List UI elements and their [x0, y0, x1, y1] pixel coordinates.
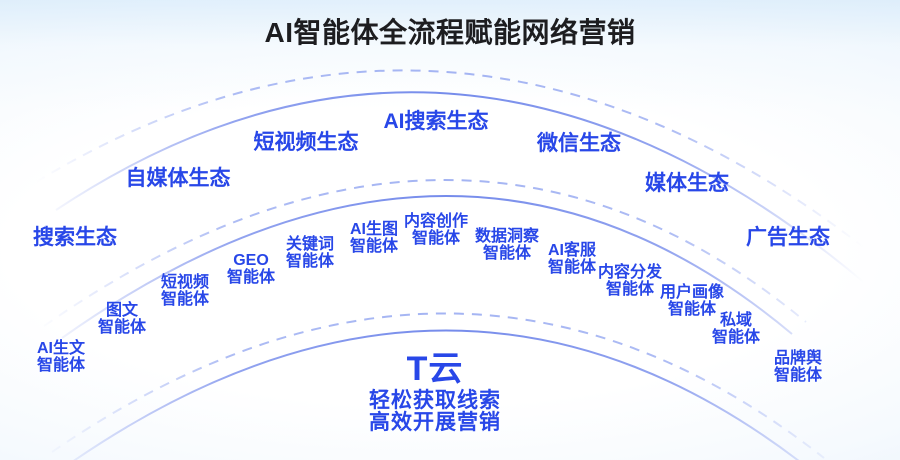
arc-inner-dashed: [51, 312, 825, 459]
agent-label: 品牌舆智能体: [774, 350, 822, 384]
brand-logo-text: T云: [406, 350, 464, 388]
arc-outer-dashed: [35, 69, 881, 261]
agent-label-line2: 智能体: [411, 230, 461, 247]
agent-label: AI客服智能体: [548, 242, 596, 276]
ecosystem-label: 自媒体生态: [125, 167, 231, 190]
ecosystem-label: AI搜索生态: [383, 110, 489, 133]
agent-label: 关键词智能体: [286, 236, 334, 270]
agent-label-line2: 智能体: [160, 291, 210, 308]
page-title: AI智能体全流程赋能网络营销: [264, 17, 636, 48]
arc-outer-solid: [55, 91, 867, 285]
ecosystem-label: 搜索生态: [33, 226, 117, 249]
agent-label: 私域智能体: [712, 312, 760, 346]
agent-label-line2: 智能体: [349, 238, 399, 255]
agent-label: AI生文智能体: [37, 340, 85, 374]
agent-label: 用户画像智能体: [660, 284, 724, 318]
ecosystem-label: 短视频生态: [253, 131, 359, 154]
agent-label-line1: AI生图: [349, 221, 399, 238]
agent-label-line2: 智能体: [547, 259, 597, 276]
agent-label: 内容分发智能体: [598, 264, 662, 298]
arc-middle-dashed: [43, 179, 807, 327]
agent-label-line1: GEO: [233, 252, 269, 269]
agent-label-line2: 智能体: [97, 319, 147, 336]
agent-label-line2: 智能体: [605, 281, 655, 298]
agent-label-line1: 关键词: [285, 236, 335, 253]
agent-label-line1: 品牌舆: [773, 350, 823, 367]
agent-label-line1: 数据洞察: [474, 228, 540, 245]
agent-label-line1: 内容创作: [403, 213, 469, 230]
agent-label-line2: 智能体: [711, 329, 761, 346]
agent-label-line1: 私域: [719, 312, 753, 329]
agent-label: 内容创作智能体: [404, 213, 468, 247]
brand-tagline-line2: 高效开展营销: [369, 411, 501, 434]
agent-label-line1: 短视频: [160, 274, 210, 291]
ecosystem-label: 媒体生态: [645, 172, 729, 195]
ecosystem-label: 微信生态: [537, 132, 621, 155]
agent-label-line2: 智能体: [226, 269, 276, 286]
agent-label: 数据洞察智能体: [475, 228, 539, 262]
agent-label: 短视频智能体: [161, 274, 209, 308]
agent-label: AI生图智能体: [350, 221, 398, 255]
arc-inner-solid: [73, 329, 800, 460]
brand-tagline-line1: 轻松获取线索: [369, 389, 501, 412]
agent-label-line2: 智能体: [667, 301, 717, 318]
agent-label-line1: 用户画像: [659, 284, 725, 301]
agent-label-line1: 内容分发: [597, 264, 663, 281]
agent-label-line2: 智能体: [36, 357, 86, 374]
agent-label-line2: 智能体: [482, 245, 532, 262]
arc-middle-solid: [61, 195, 793, 339]
agent-label-line2: 智能体: [285, 253, 335, 270]
ecosystem-label: 广告生态: [746, 226, 830, 249]
agent-label: 图文智能体: [98, 302, 146, 336]
brand-block: T云 轻松获取线索 高效开展营销: [369, 351, 501, 434]
agent-label-line1: AI客服: [547, 242, 597, 259]
agent-label-line1: 图文: [105, 302, 139, 319]
agent-label-line1: AI生文: [36, 340, 86, 357]
agent-label-line2: 智能体: [773, 367, 823, 384]
